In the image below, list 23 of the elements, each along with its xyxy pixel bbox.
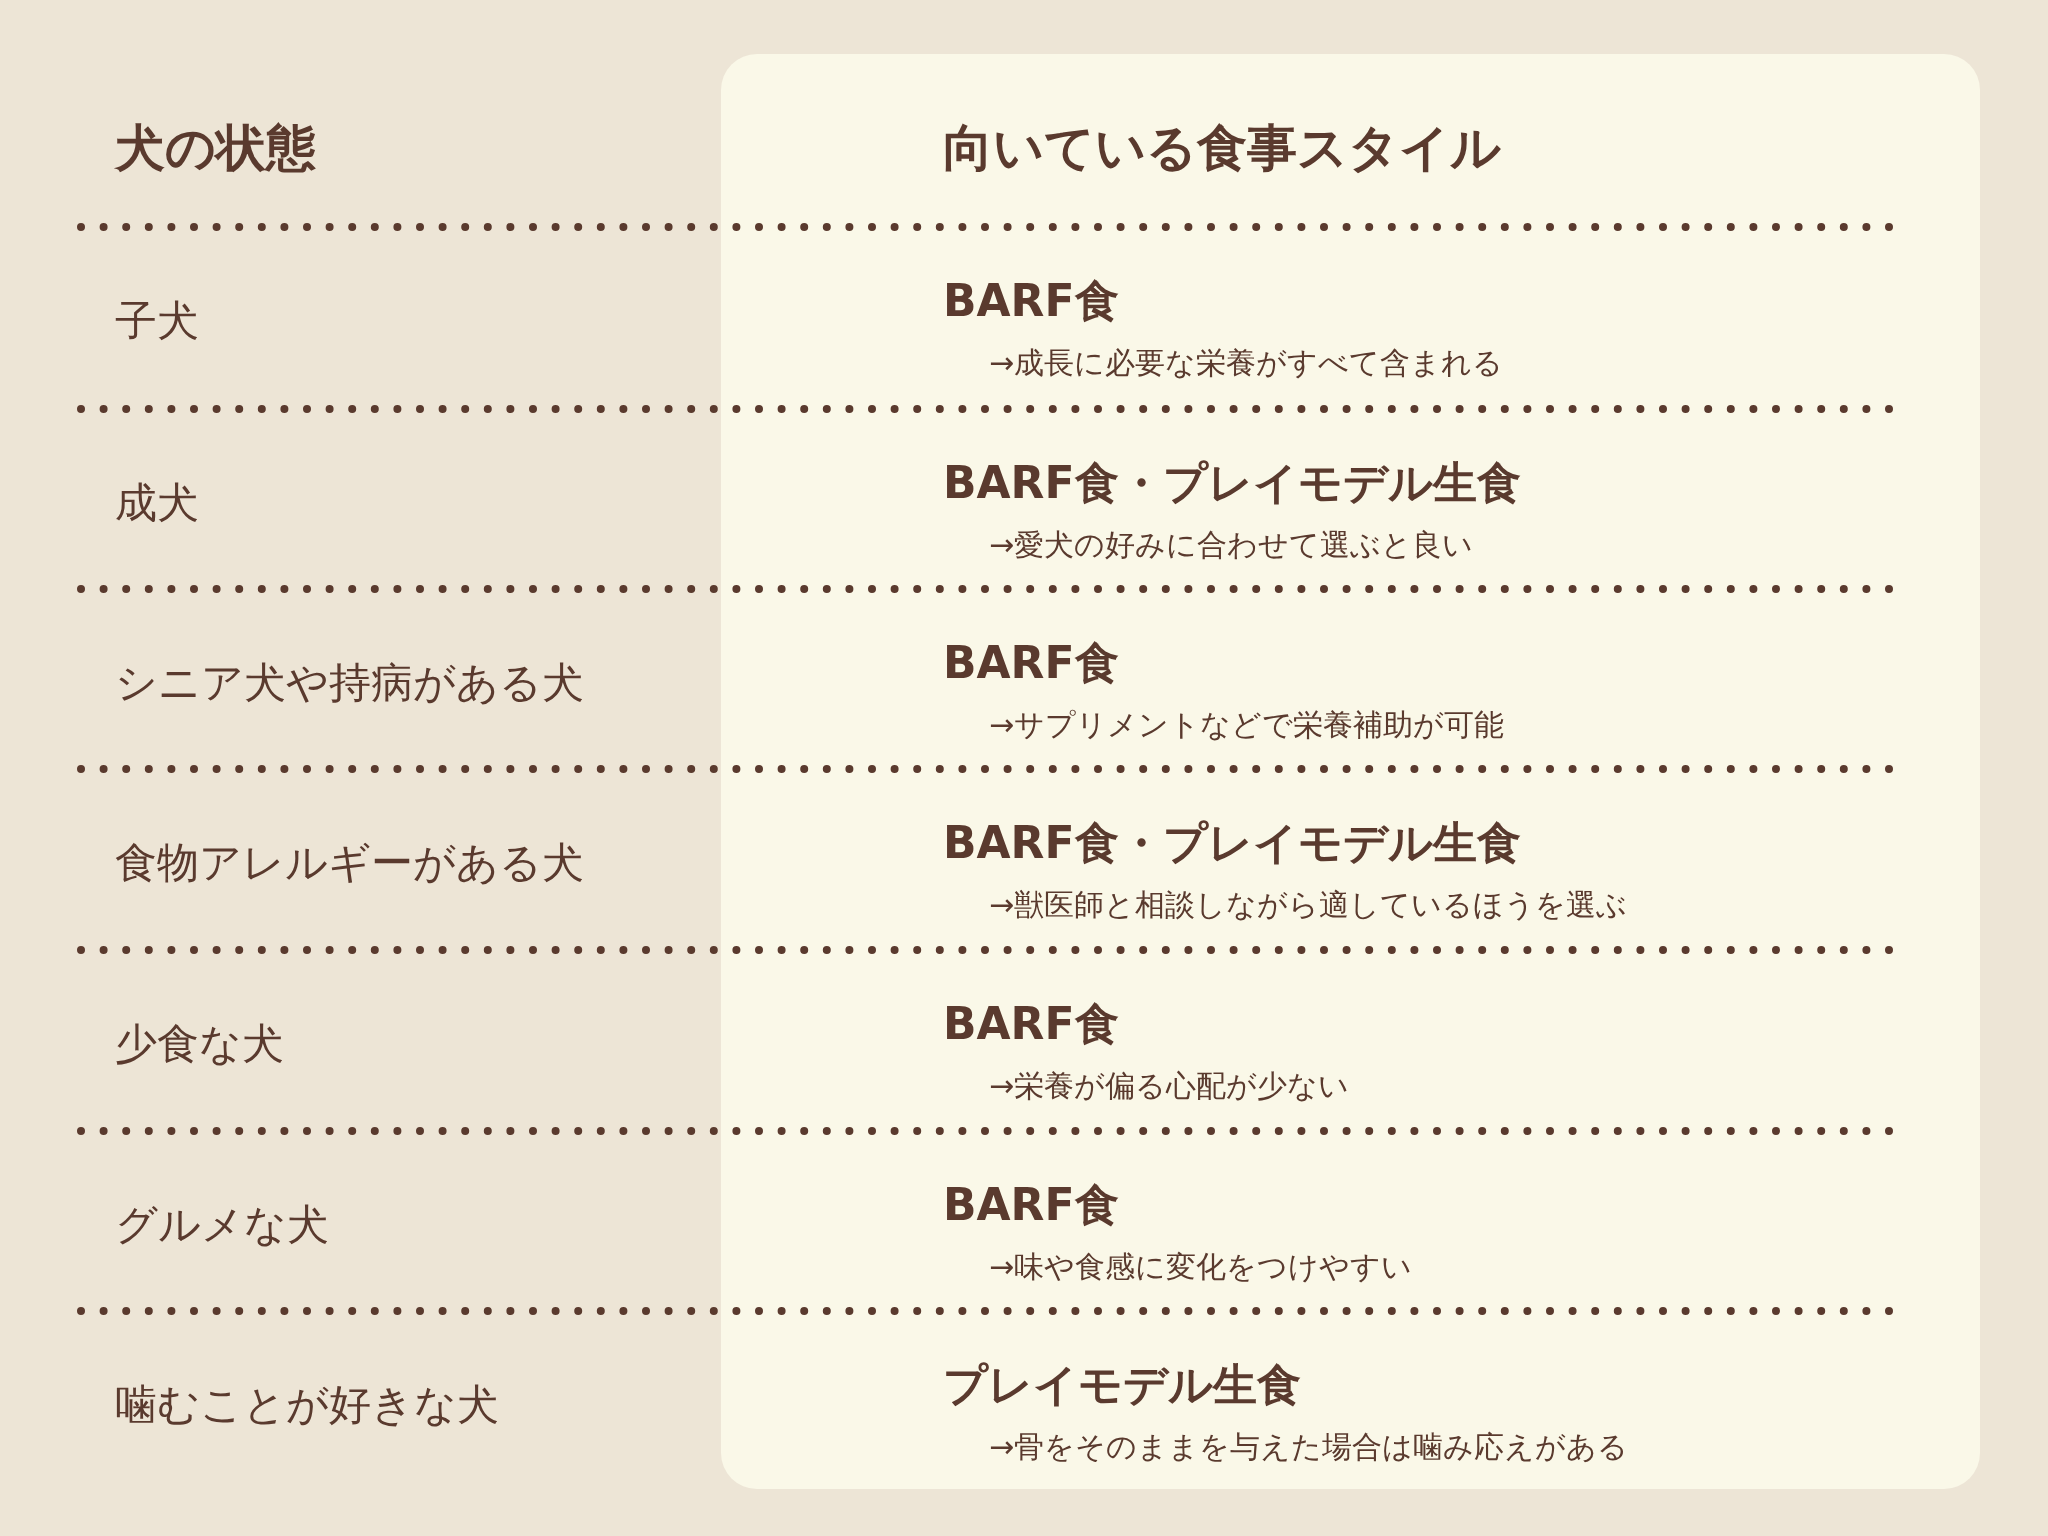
reason-text: →成長に必要な栄養がすべて含まれる — [989, 345, 1504, 381]
column-header: 犬の状態 — [115, 118, 316, 178]
dog-condition-text: 子犬 — [115, 296, 199, 347]
column-header: 向いている食事スタイル — [943, 118, 1501, 178]
reason-text: →味や食感に変化をつけやすい — [989, 1249, 1413, 1285]
diet-style-text: BARF食 — [943, 274, 1119, 328]
reason-text: →栄養が偏る心配が少ない — [989, 1068, 1350, 1104]
diet-style-text: BARF食 — [943, 636, 1119, 690]
diet-style-text: BARF食 — [943, 1178, 1119, 1232]
reason-text: →サプリメントなどで栄養補助が可能 — [989, 707, 1505, 743]
diet-style-text: BARF食 — [943, 997, 1119, 1051]
dog-condition-text: 食物アレルギーがある犬 — [115, 838, 584, 889]
dog-condition-text: 少食な犬 — [115, 1019, 284, 1070]
reason-text: →骨をそのままを与えた場合は噛み応えがある — [989, 1429, 1629, 1465]
dog-condition-text: 噛むことが好きな犬 — [115, 1380, 499, 1431]
diet-style-text: BARF食・プレイモデル生食 — [943, 456, 1521, 510]
dog-condition-text: 成犬 — [115, 478, 199, 529]
reason-text: →愛犬の好みに合わせて選ぶと良い — [989, 527, 1474, 563]
dog-condition-text: シニア犬や持病がある犬 — [115, 658, 584, 709]
reason-text: →獣医師と相談しながら適しているほうを選ぶ — [989, 887, 1628, 923]
diet-style-text: BARF食・プレイモデル生食 — [943, 816, 1521, 870]
dog-condition-text: グルメな犬 — [115, 1200, 329, 1251]
diet-style-text: プレイモデル生食 — [943, 1358, 1301, 1412]
